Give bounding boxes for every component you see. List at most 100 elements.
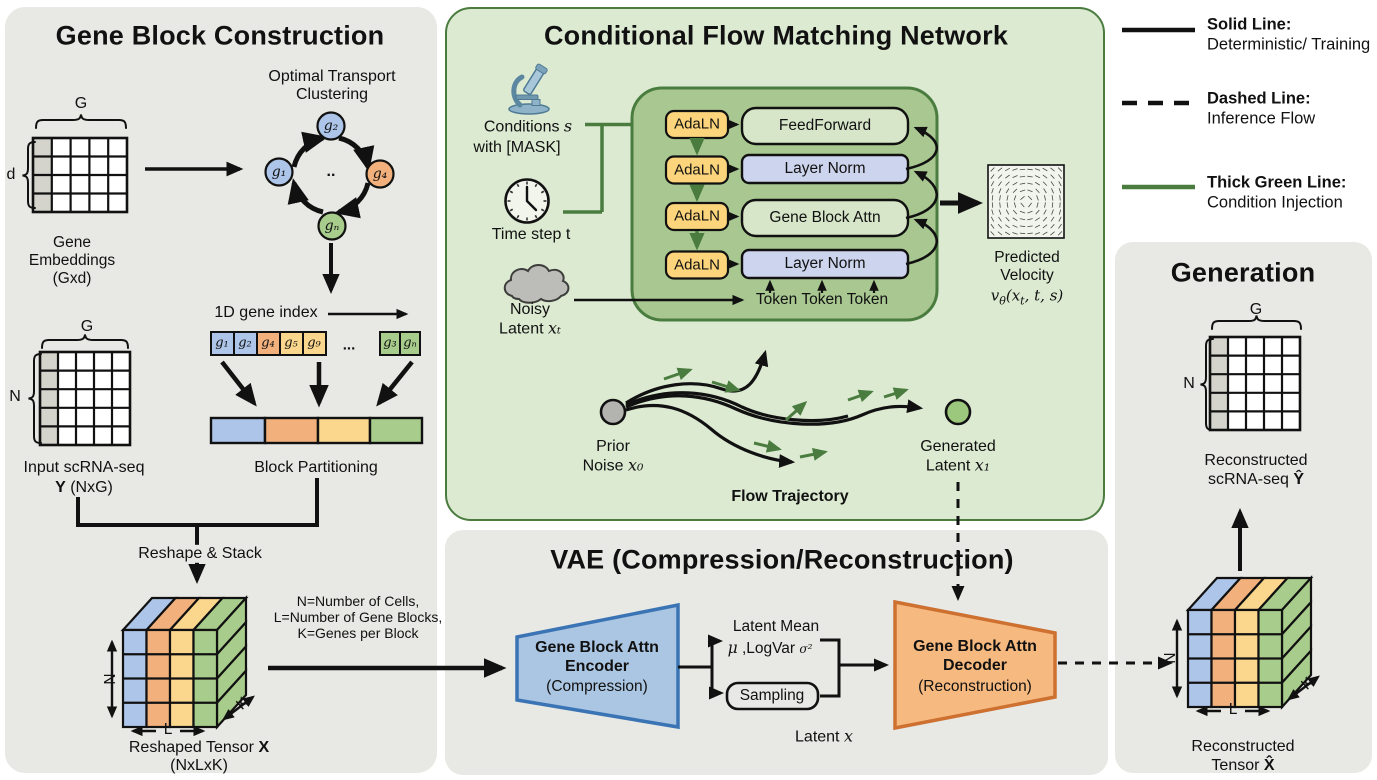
gbc-title: Gene Block Construction <box>55 20 385 51</box>
velocity-label-1: Predicted <box>994 249 1060 267</box>
tokens-label: Token Token Token <box>755 291 889 309</box>
conditions-label: Conditions s <box>483 116 573 136</box>
velocity-mini-arrows <box>663 367 909 461</box>
embed-caption-1: Gene <box>53 234 91 252</box>
dims-note-3: K=Genes per Block <box>297 624 419 641</box>
tensor-dim-arrows <box>106 639 255 737</box>
gen-dim-g: G <box>1249 300 1263 318</box>
block-partitioning-label: Block Partitioning <box>254 458 378 476</box>
optimal-transport-cluster <box>264 111 395 241</box>
input-dim-g: G <box>80 317 94 335</box>
index-cell-g2: g₂ <box>238 335 252 351</box>
layernorm-label-1: Layer Norm <box>784 160 866 178</box>
legend-dashed-desc: Inference Flow <box>1207 109 1316 128</box>
index-cell-g3: g₃ <box>383 335 397 351</box>
input-caption: Input scRNA-seq <box>23 458 145 476</box>
gen-tensor-l-label: L <box>1228 701 1238 719</box>
decoder-label-2: Decoder <box>942 656 1008 674</box>
reconstructed-tensor-cube <box>1186 576 1313 709</box>
encoder-label-1: Gene Block Attn <box>535 638 659 656</box>
decoder-trapezoid <box>893 599 1057 731</box>
flow-trajectory-label: Flow Trajectory <box>731 487 849 505</box>
conditions-mask-label: with [MASK] <box>473 138 561 156</box>
reshaped-tensor-cube <box>121 596 248 729</box>
legend-green-desc: Condition Injection <box>1207 193 1343 212</box>
embed-dim-g: G <box>74 94 88 112</box>
generated-label-2: Latent x₁ <box>925 455 991 475</box>
time-step-label: Time step t <box>491 225 571 243</box>
flow-trajectory <box>599 349 972 468</box>
cluster-node-g4 <box>365 159 395 189</box>
latent-x-label: Latent x <box>795 726 853 746</box>
encoder-trapezoid <box>515 602 680 730</box>
tensor-l-label: L <box>163 721 173 739</box>
velocity-label-2: Velocity <box>1000 267 1054 285</box>
feedforward-box <box>740 106 910 146</box>
reconstructed-tensor-dim-arrows <box>1171 618 1320 717</box>
embed-caption-3: (Gxd) <box>52 270 92 288</box>
prior-label-2: Noise x₀ <box>582 455 644 475</box>
index-cell-gn: gₙ <box>403 335 417 351</box>
input-dims: Y (NxG) <box>55 478 113 496</box>
vae-title: VAE (Compression/Reconstruction) <box>550 544 1014 575</box>
velocity-formula: vθ(xt, t, s) <box>990 286 1064 308</box>
prior-label-1: Prior <box>596 437 630 455</box>
gen-tensor-caption-2: Tensor X̂ <box>1211 756 1275 774</box>
legend-solid-desc: Deterministic/ Training <box>1207 35 1371 54</box>
input-matrix <box>28 334 132 447</box>
gen-dim-n: N <box>1183 374 1195 392</box>
noisy-label-1: Noisy <box>509 300 551 318</box>
generated-latent-node <box>944 398 972 426</box>
block-partition-bar <box>209 416 424 445</box>
ot-label-2: Clustering <box>295 85 369 103</box>
cluster-node-gn <box>317 211 347 241</box>
node-g1-label: g₁ <box>271 163 287 180</box>
index-cell-g1: g₁ <box>215 335 229 351</box>
cluster-dots: .. <box>326 162 336 180</box>
gene-embeddings-matrix <box>22 114 129 214</box>
legend-solid-label: Solid Line: <box>1207 15 1292 34</box>
node-g2-label: g₂ <box>323 117 339 134</box>
node-gn-label: gₙ <box>324 217 340 234</box>
latent-mean-label: Latent Mean <box>732 618 820 636</box>
sampling-label: Sampling <box>739 687 805 705</box>
index-cell-g4: g₄ <box>261 335 275 351</box>
legend-green-label: Thick Green Line: <box>1207 173 1347 192</box>
ot-label-1: Optimal Transport <box>268 67 396 85</box>
decoder-label-1: Gene Block Attn <box>913 637 1037 655</box>
index-ellipsis: ... <box>342 336 356 354</box>
tensor-n-label: N <box>102 673 120 685</box>
dims-note-1: N=Number of Cells, <box>296 592 420 609</box>
gene-index-cells <box>210 331 421 356</box>
merge-and-reshape-arrows <box>76 478 319 584</box>
input-dim-n: N <box>9 387 21 405</box>
dims-note-2: L=Number of Gene Blocks, <box>273 608 443 625</box>
adaln-label-2: AdaLN <box>674 161 720 179</box>
adaln-label-4: AdaLN <box>674 256 720 274</box>
g-brace <box>35 114 127 129</box>
decoder-label-3: (Reconstruction) <box>918 678 1032 696</box>
noisy-label-2: Latent xₜ <box>499 318 561 338</box>
legend-dashed-label: Dashed Line: <box>1207 89 1311 108</box>
transformer-inner-block <box>630 86 939 322</box>
layernorm-label-2: Layer Norm <box>784 255 866 273</box>
cfm-title: Conditional Flow Matching Network <box>543 20 1009 51</box>
cluster-node-g2 <box>316 111 346 141</box>
gen-tensor-caption-1: Reconstructed <box>1191 737 1295 755</box>
mu-logvar-label: μ ,LogVar σ² <box>727 639 813 658</box>
sampling-box <box>725 681 820 711</box>
reconstructed-matrix <box>1200 315 1302 432</box>
encoder-label-3: (Compression) <box>546 678 648 696</box>
generated-label-1: Generated <box>920 437 996 455</box>
gene-block-attn-label: Gene Block Attn <box>769 209 881 227</box>
index-cell-g5: g₅ <box>284 335 298 351</box>
legend-samples <box>1122 27 1195 190</box>
predicted-velocity-field <box>987 164 1065 239</box>
embed-caption-2: Embeddings <box>28 252 116 270</box>
clock-icon <box>504 178 550 224</box>
latent-split-merge <box>678 634 889 711</box>
index-to-bar-arrows <box>220 360 414 408</box>
embed-dim-d: d <box>6 165 16 183</box>
tensor-caption: Reshaped Tensor X <box>128 738 270 756</box>
